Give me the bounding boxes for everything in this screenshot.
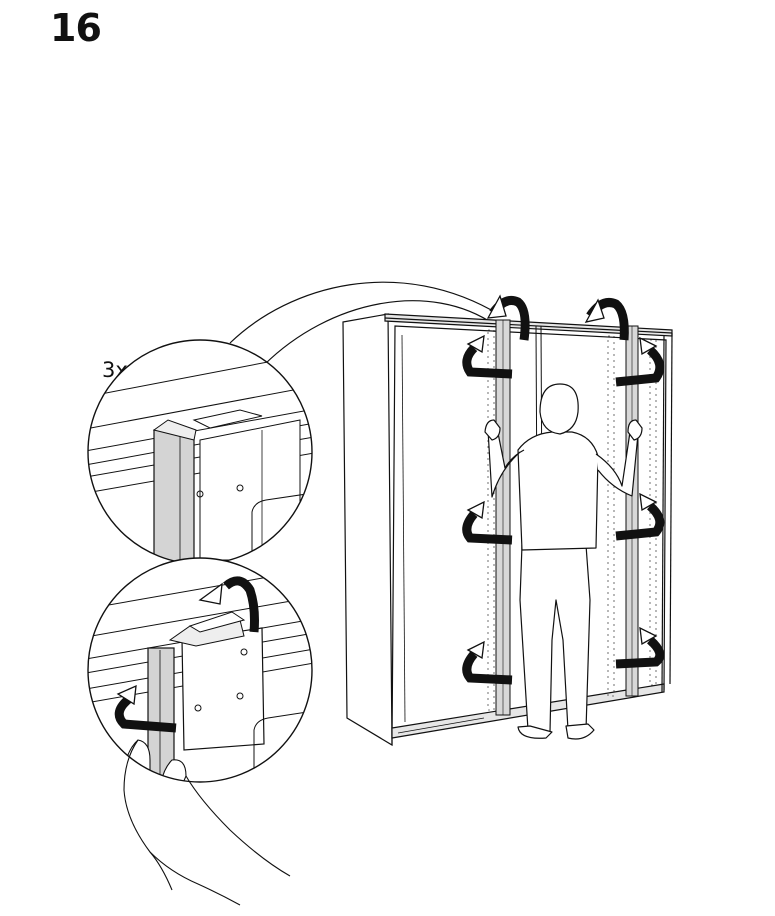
detail-circle-bottom (87, 557, 313, 783)
detail-circle-top (87, 339, 313, 565)
hand-outline (123, 739, 291, 906)
arrow-heads (466, 294, 658, 660)
rotate-arrows (462, 295, 665, 685)
callout-leader (229, 281, 501, 366)
door-profile-right (607, 325, 657, 697)
person-figure (484, 383, 643, 740)
door-profile-left (487, 319, 511, 716)
step-number: 16 (50, 6, 102, 50)
